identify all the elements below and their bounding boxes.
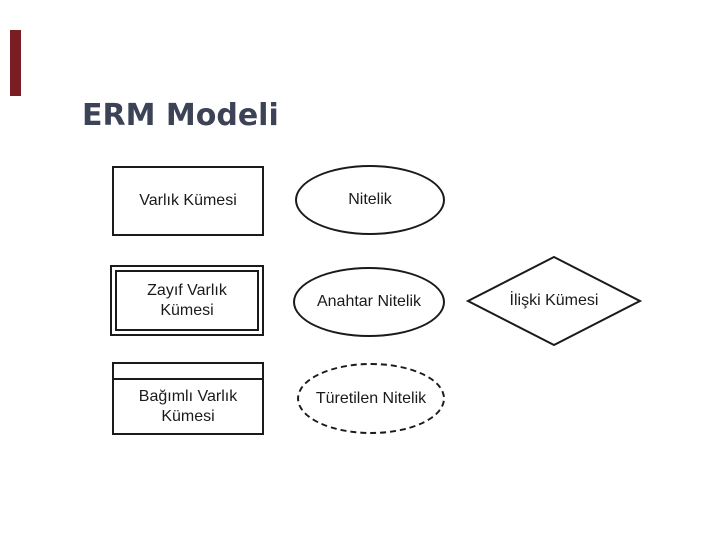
page-title: ERM Modeli [82,98,279,133]
dependent-entity-label-line1: Bağımlı Varlık [138,387,238,405]
key-attribute-label: Anahtar Nitelik [316,293,422,310]
accent-bar [10,30,21,96]
key-attribute-ellipse: Anahtar Nitelik [293,267,445,337]
dependent-entity-set-rectangle: Bağımlı Varlık Kümesi [112,362,264,435]
attribute-ellipse: Nitelik [295,165,445,235]
entity-set-label: Varlık Kümesi [139,192,237,209]
derived-attribute-dashed-ellipse: Türetilen Nitelik [297,363,445,434]
dependent-entity-label-line2: Kümesi [161,407,215,425]
entity-set-rectangle: Varlık Kümesi [112,166,264,236]
weak-entity-set-inner-rectangle: Zayıf Varlık Kümesi [115,270,259,331]
dependent-entity-label-area: Bağımlı Varlık Kümesi [114,380,262,433]
dependent-entity-header-band [114,364,262,380]
diamond-shape [465,255,643,347]
derived-attribute-label: Türetilen Nitelik [315,389,427,407]
attribute-label: Nitelik [348,191,392,208]
weak-entity-set-label-line1: Zayıf Varlık [147,281,227,299]
weak-entity-set-outer-rectangle: Zayıf Varlık Kümesi [110,265,264,336]
relationship-set-label: İlişki Kümesi [509,292,599,309]
relationship-set-diamond: İlişki Kümesi [465,255,643,347]
weak-entity-set-label-line2: Kümesi [160,301,214,319]
